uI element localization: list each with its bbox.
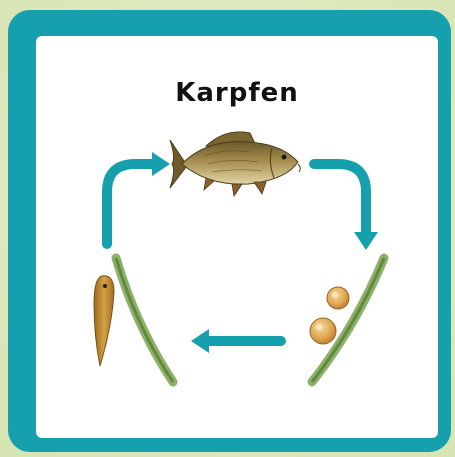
carp-fish [170,132,300,196]
arrow-larva-to-carp [107,152,170,244]
water-plant-left [116,258,173,382]
arrow-eggs-to-larva [191,329,281,353]
arrow-carp-to-eggs [314,164,378,250]
life-cycle-diagram [36,36,438,438]
carp-larva [94,276,114,366]
life-cycle-card: Karpfen [36,36,438,438]
